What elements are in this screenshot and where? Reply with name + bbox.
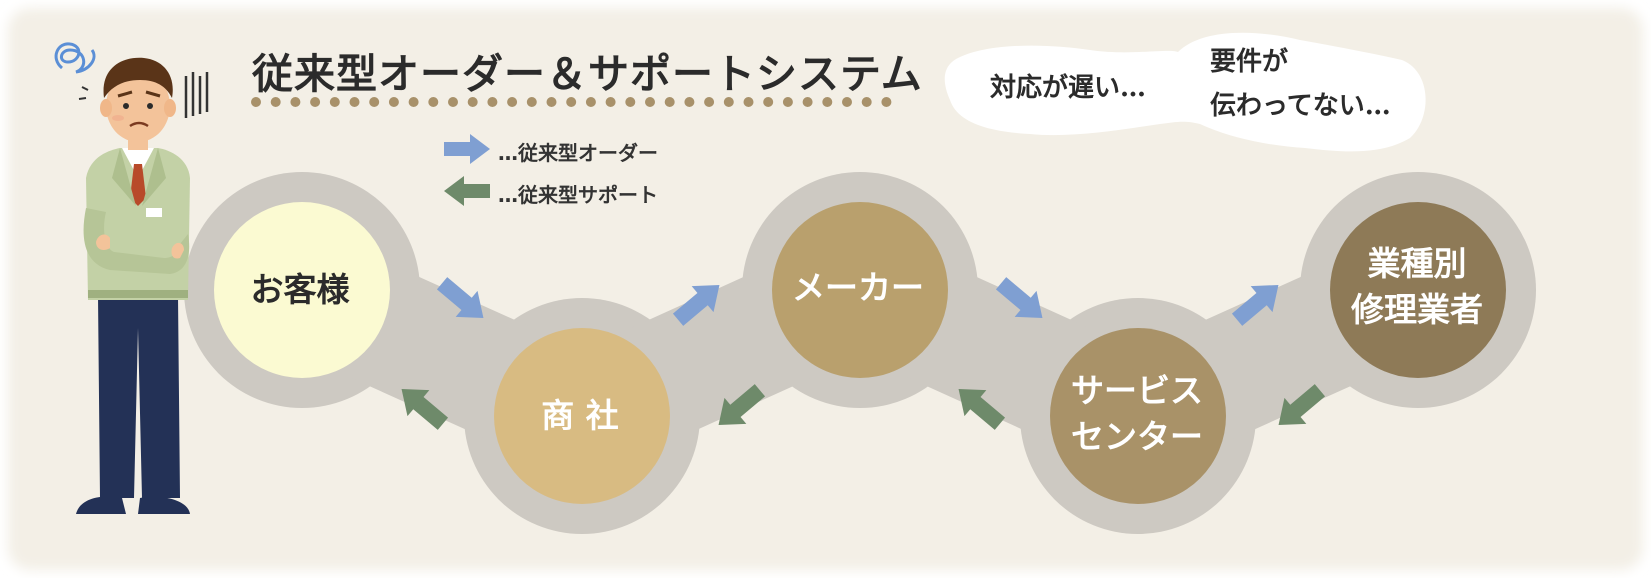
anxiety-lines-icon [184,72,209,118]
legend-support: …従来型サポート [440,174,700,208]
title-dot [467,97,478,107]
title-dot [723,97,734,107]
node-trading-company-label: 商 社 [541,396,619,435]
title-dot [566,97,577,107]
node-customer-circle [214,202,390,378]
title-dot [507,97,518,107]
title-dot [664,97,675,107]
title-dot [842,97,852,107]
title-dot [408,97,419,107]
title-dot [428,97,439,107]
node-service-center-label: サービス センター [1071,371,1203,456]
title-dot [349,97,360,107]
title-dot [546,97,557,107]
legend-order-label: …従来型オーダー [498,141,658,165]
title-dot [605,97,616,107]
title-dot [585,97,596,107]
worried-businessman-illustration [54,42,209,514]
title-dot [782,97,793,107]
title-dot [369,97,380,107]
title-dot [448,97,458,107]
title-dot [310,97,321,107]
title-dot [487,97,498,107]
node-maker-circle [772,202,948,378]
title-dot-line [251,97,892,107]
title-dot [743,97,754,107]
diagram-title: 従来型オーダー＆サポートシステム [252,50,923,98]
speech-cloud [944,32,1426,152]
node-maker-label: メーカー [792,268,924,307]
title-dot [861,97,872,107]
node-repair-shop-circle [1330,202,1506,378]
title-dot [822,97,833,107]
title-dot [802,97,813,107]
title-dot [526,97,537,107]
title-dot [329,97,340,107]
title-dot [881,97,892,107]
node-customer-label: お客様 [250,270,350,309]
legend-order: …従来型オーダー [440,132,700,166]
node-circles [214,202,1506,504]
node-repair-shop-label: 業種別 修理業者 [1351,244,1483,329]
title-dot [251,97,261,107]
node-trading-company-circle [494,328,670,504]
speech-text-slow: 対応が遅い… [990,73,1147,103]
node-service-center-circle [1050,328,1226,504]
title-dot [270,97,281,107]
title-dot [290,97,301,107]
speech-text-not-understood: 要件が 伝わってない… [1210,47,1391,121]
title-dot [645,97,655,107]
title-dot [625,97,636,107]
legend-support-label: …従来型サポート [498,183,658,207]
title-dot [763,97,774,107]
right-arrow-icon [444,134,490,164]
title-dot [704,97,715,107]
worry-scribble-icon [54,42,96,74]
title-dot [684,97,695,107]
left-arrow-icon [444,176,490,206]
title-dot [388,97,399,107]
